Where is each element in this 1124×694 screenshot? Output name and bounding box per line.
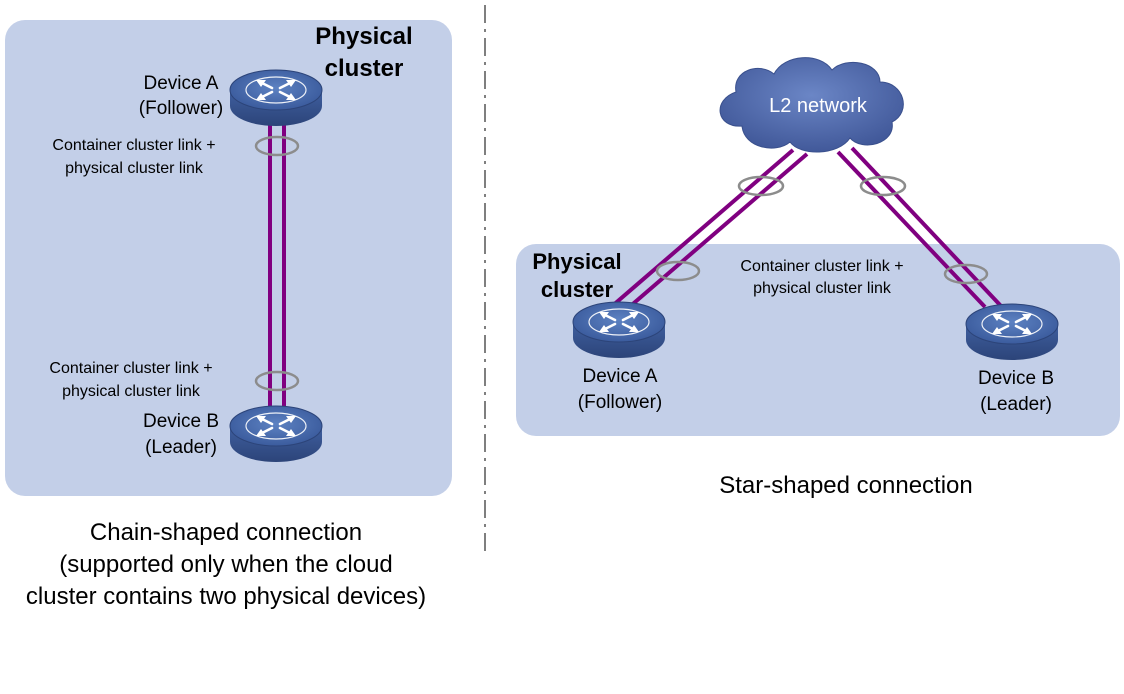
right-link-label-line1: Container cluster link + — [740, 258, 903, 275]
right-cluster-title-line2: cluster — [541, 277, 614, 302]
right-link-to-device-b — [836, 146, 1003, 309]
left-device-a-name: Device A — [144, 73, 219, 94]
left-device-a-role: (Follower) — [139, 98, 223, 119]
left-cluster-title-line1: Physical — [315, 23, 412, 50]
left-link-ring-bottom — [254, 370, 300, 392]
left-link-label-bottom-line1: Container cluster link + — [49, 360, 212, 377]
left-caption-line2: (supported only when the cloud — [59, 551, 393, 578]
left-cluster-panel — [5, 20, 452, 496]
right-link-ring-a-upper — [737, 175, 785, 197]
left-caption-line1: Chain-shaped connection — [90, 519, 362, 546]
switch-icon — [964, 302, 1060, 362]
right-cluster-title-line1: Physical — [532, 249, 621, 274]
right-device-a-name: Device A — [583, 366, 658, 387]
right-link-ring-b-upper — [859, 175, 907, 197]
left-caption-line3: cluster contains two physical devices) — [26, 583, 426, 610]
switch-icon — [571, 300, 667, 360]
right-link-ring-b-lower — [943, 263, 989, 285]
right-device-b-role: (Leader) — [980, 394, 1052, 415]
right-caption: Star-shaped connection — [719, 472, 973, 499]
left-device-b-role: (Leader) — [145, 437, 217, 458]
left-link-label-top-line2: physical cluster link — [65, 160, 204, 177]
switch-icon — [228, 404, 324, 464]
switch-icon — [228, 68, 324, 128]
right-device-a-role: (Follower) — [578, 392, 662, 413]
cloud-icon — [719, 57, 904, 153]
left-cluster-title-line2: cluster — [325, 55, 404, 82]
left-device-b-name: Device B — [143, 411, 219, 432]
cloud-label: L2 network — [769, 95, 868, 117]
left-chain-link — [268, 118, 286, 420]
left-link-label-top-line1: Container cluster link + — [52, 137, 215, 154]
left-link-label-bottom-line2: physical cluster link — [62, 383, 201, 400]
left-link-ring-top — [254, 135, 300, 157]
right-link-ring-a-lower — [655, 260, 701, 282]
right-link-label-line2: physical cluster link — [753, 280, 892, 297]
right-device-b-name: Device B — [978, 368, 1054, 389]
